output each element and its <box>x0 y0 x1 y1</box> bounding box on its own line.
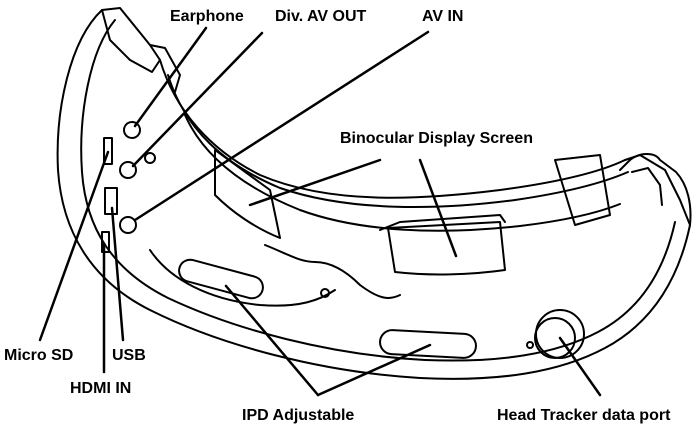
label-hdmi-in: HDMI IN <box>70 380 132 397</box>
top-ridge-left-2 <box>149 44 181 93</box>
leader-div-av-out <box>131 31 264 168</box>
leader-usb <box>110 206 125 342</box>
right-ear <box>624 154 691 226</box>
label-div-av-out: Div. AV OUT <box>275 8 367 25</box>
leader-head-tracker <box>558 336 602 397</box>
usb-port <box>104 187 118 215</box>
screw-hole-1 <box>320 288 330 298</box>
right-ear-inner <box>631 167 663 206</box>
inner-rim-2 <box>167 74 629 209</box>
nose-bridge <box>264 244 401 299</box>
ipd-slider-left <box>178 258 264 300</box>
outer-shell-inner <box>80 19 676 362</box>
label-micro-sd: Micro SD <box>4 347 74 364</box>
label-av-in: AV IN <box>422 8 464 25</box>
head-tracker-port-inner <box>534 317 576 359</box>
av-in-jack <box>119 216 137 234</box>
leader-micro-sd <box>38 150 110 342</box>
leader-ipd-left <box>224 284 320 397</box>
av-out-jack <box>119 161 137 179</box>
label-ipd-adjustable: IPD Adjustable <box>242 407 355 424</box>
label-head-tracker: Head Tracker data port <box>497 407 671 424</box>
earphone-jack <box>123 121 141 139</box>
top-ridge-left <box>101 7 161 73</box>
lower-body <box>149 249 336 307</box>
label-usb: USB <box>112 347 146 364</box>
display-screen-right <box>387 221 506 276</box>
display-screen-right-top <box>379 214 506 231</box>
hdmi-port <box>101 231 110 253</box>
leader-ipd-right <box>316 343 432 397</box>
aux-dot <box>144 152 156 164</box>
inner-rim <box>159 59 626 199</box>
micro-sd-slot <box>103 137 113 165</box>
right-frame <box>554 154 611 226</box>
leader-binocular-left <box>248 158 382 207</box>
ipd-slider-right <box>379 329 477 359</box>
label-earphone: Earphone <box>170 8 244 25</box>
display-screen-left <box>214 149 281 239</box>
leader-binocular-right <box>418 158 458 258</box>
leader-earphone <box>133 26 208 128</box>
leader-av-in <box>133 30 430 222</box>
head-tracker-port <box>535 309 585 359</box>
label-binocular-display: Binocular Display Screen <box>340 130 533 147</box>
outer-shell <box>56 9 692 380</box>
screw-hole-2 <box>526 341 534 349</box>
